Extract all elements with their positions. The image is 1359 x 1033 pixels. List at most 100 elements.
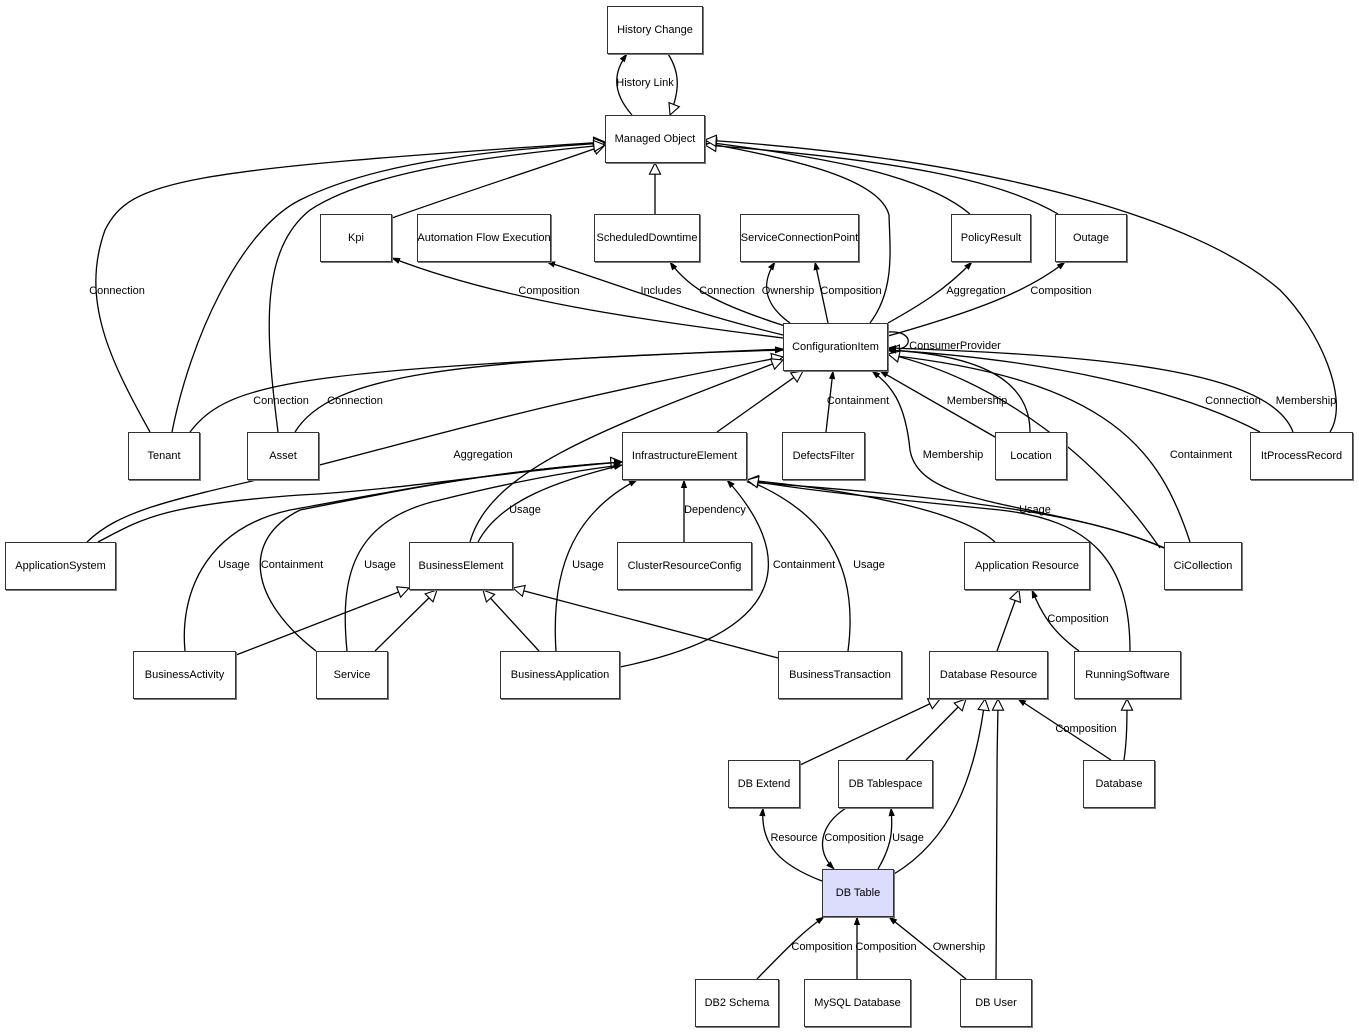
edge-label-asset-ci: Connection (327, 395, 383, 407)
edge-rs-ie (747, 480, 1131, 652)
edge-bt-be (513, 588, 779, 659)
edge-dbt-dbts (877, 807, 895, 870)
node-db-table[interactable]: DB Table (822, 869, 894, 917)
edge-ci-scp-comp (813, 261, 829, 324)
edge-svc-ie-cont (259, 459, 623, 652)
node-history-change[interactable]: History Change (607, 6, 703, 54)
edge-bt-ie (746, 479, 851, 652)
node-defects-filter[interactable]: DefectsFilter (782, 432, 865, 480)
edge-ci-scp-own (766, 261, 791, 324)
node-db2-schema[interactable]: DB2 Schema (695, 979, 779, 1027)
edge-bapp-ie (554, 479, 638, 652)
edge-history-link-up (616, 53, 633, 116)
node-database-resource[interactable]: Database Resource (929, 651, 1048, 699)
edge-label-location-ci: Membership (946, 395, 1008, 407)
node-database[interactable]: Database (1083, 760, 1155, 808)
edge-be-ie (477, 463, 623, 543)
edge-label-itpr-ci-mem: Membership (1275, 395, 1337, 407)
edge-tenant-ci (189, 346, 784, 433)
edge-dbuser-dr (996, 699, 998, 980)
edge-label-appsys-ie: Aggregation (453, 449, 513, 461)
edge-label-tenant-ci: Connection (253, 395, 309, 407)
node-tenant[interactable]: Tenant (128, 432, 200, 480)
node-configuration-item[interactable]: ConfigurationItem (783, 323, 888, 371)
edge-label-ci-scp-comp: Composition (820, 285, 882, 297)
edge-label-ci-outage: Composition (1030, 285, 1092, 297)
edge-ci-policy (887, 261, 973, 324)
edge-label-tenant-mo: Connection (89, 285, 145, 297)
edge-label-be-ie: Usage (509, 504, 541, 516)
edge-asset-ci (294, 347, 784, 433)
node-business-application[interactable]: BusinessApplication (500, 651, 620, 699)
edge-label-cluster-ie: Dependency (684, 504, 746, 516)
node-business-activity[interactable]: BusinessActivity (133, 651, 236, 699)
edge-label-ci-policy: Aggregation (946, 285, 1006, 297)
node-application-resource[interactable]: Application Resource (964, 542, 1090, 590)
node-automation-flow-execution[interactable]: Automation Flow Execution (417, 214, 551, 262)
edge-rs-ar (1031, 589, 1080, 652)
edge-appsys-ie (97, 462, 622, 543)
edge-ci-sd (669, 261, 786, 327)
edge-itpr-ci-conn (887, 347, 1261, 433)
edge-kpi-mo (391, 145, 605, 219)
edge-be-ci (469, 360, 783, 543)
edge-label-dbt-extend: Resource (770, 832, 818, 844)
edge-itpr-ci-mem (887, 345, 1294, 433)
node-ci-collection[interactable]: CiCollection (1164, 542, 1242, 590)
node-db-user[interactable]: DB User (960, 979, 1032, 1027)
edge-outage-mo (705, 145, 1059, 215)
node-running-software[interactable]: RunningSoftware (1074, 651, 1181, 699)
edge-label-ci-afe: Includes (640, 285, 682, 297)
node-service[interactable]: Service (316, 651, 388, 699)
edge-ba-be (235, 588, 409, 656)
edge-dbt-extend (759, 807, 823, 882)
node-business-transaction[interactable]: BusinessTransaction (778, 651, 902, 699)
edge-label-bapp-ie: Usage (572, 559, 604, 571)
edge-label-svc-ie-usage: Usage (364, 559, 396, 571)
node-managed-object[interactable]: Managed Object (605, 115, 705, 163)
edge-extend-dr (799, 699, 940, 766)
node-scheduled-downtime[interactable]: ScheduledDowntime (594, 214, 700, 262)
edge-bapp-be (483, 590, 540, 652)
edge-label-database-dr: Composition (1055, 723, 1117, 735)
edge-label-itpr-ci-conn: Connection (1205, 395, 1261, 407)
edge-label-ci-kpi: Composition (518, 285, 580, 297)
edge-ts-dr (905, 699, 966, 761)
node-asset[interactable]: Asset (247, 432, 319, 480)
node-policy-result[interactable]: PolicyResult (951, 214, 1031, 262)
edge-label-cicoll-ie: Usage (1019, 504, 1051, 516)
edge-ci-outage (887, 261, 1066, 337)
edge-database-dr (1017, 698, 1112, 761)
edge-tenant-mo (95, 142, 605, 433)
node-kpi[interactable]: Kpi (320, 214, 392, 262)
edge-database-rs (1124, 699, 1127, 761)
edge-history-link-down (667, 53, 677, 115)
node-mysql-database[interactable]: MySQL Database (804, 979, 911, 1027)
edge-appsys-ci (86, 357, 783, 543)
node-location[interactable]: Location (995, 432, 1067, 480)
edge-label-dbuser-dbt: Ownership (932, 941, 986, 953)
node-it-process-record[interactable]: ItProcessRecord (1250, 432, 1353, 480)
edge-label-dbts-dbt: Composition (824, 832, 886, 844)
node-outage[interactable]: Outage (1055, 214, 1127, 262)
edge-svc-be (374, 590, 437, 652)
edge-ci-mo (705, 143, 891, 324)
edge-label-ba-ie: Usage (218, 559, 250, 571)
node-infrastructure-element[interactable]: InfrastructureElement (622, 432, 747, 480)
node-service-connection-point[interactable]: ServiceConnectionPoint (740, 214, 859, 262)
edge-label-rs-ar: Composition (1047, 613, 1109, 625)
edge-label-cicoll-ci-mem: Membership (922, 449, 984, 461)
node-cluster-resource-config[interactable]: ClusterResourceConfig (617, 542, 752, 590)
edge-label-defects-ci: Containment (826, 395, 890, 407)
node-application-system[interactable]: ApplicationSystem (5, 542, 116, 590)
edge-label-history-link: History Link (616, 77, 674, 89)
edge-label-svc-ie-cont: Containment (260, 559, 324, 571)
node-db-tablespace[interactable]: DB Tablespace (838, 760, 933, 808)
node-business-element[interactable]: BusinessElement (409, 542, 513, 590)
edge-label-ci-self: ConsumerProvider (909, 340, 1001, 352)
node-db-extend[interactable]: DB Extend (728, 760, 800, 808)
edge-defects-ci (825, 370, 836, 433)
edge-db2-dbt (756, 916, 825, 980)
